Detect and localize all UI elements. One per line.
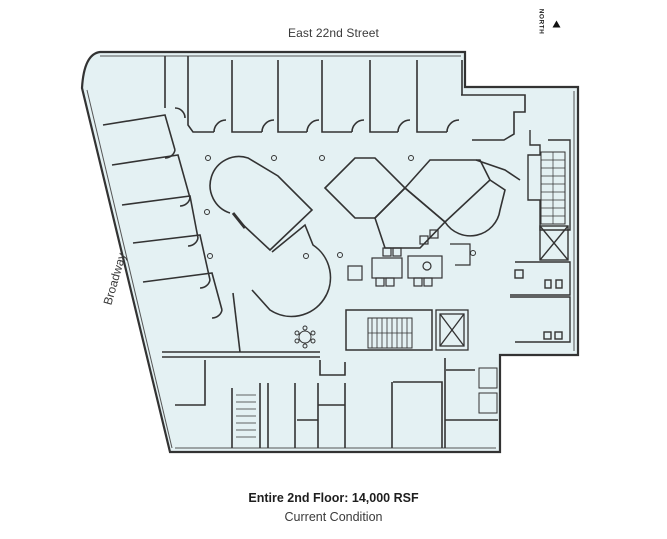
columns	[204, 155, 476, 259]
north-arrow-icon	[552, 20, 561, 28]
north-indicator: NORTH	[536, 8, 564, 38]
diamond-offices	[323, 157, 521, 249]
building-outline	[80, 50, 580, 454]
south-offices	[175, 358, 498, 448]
street-label-north: East 22nd Street	[288, 26, 379, 40]
floor-condition-subtitle: Current Condition	[284, 510, 383, 524]
elevator-icon	[435, 309, 469, 351]
pantry-area	[347, 229, 471, 287]
north-label: NORTH	[537, 8, 545, 35]
round-table	[294, 325, 316, 349]
west-offices	[102, 114, 320, 358]
north-offices	[164, 56, 526, 141]
central-conference-rooms	[209, 155, 332, 318]
floor-area-title: Entire 2nd Floor: 14,000 RSF	[248, 491, 419, 505]
